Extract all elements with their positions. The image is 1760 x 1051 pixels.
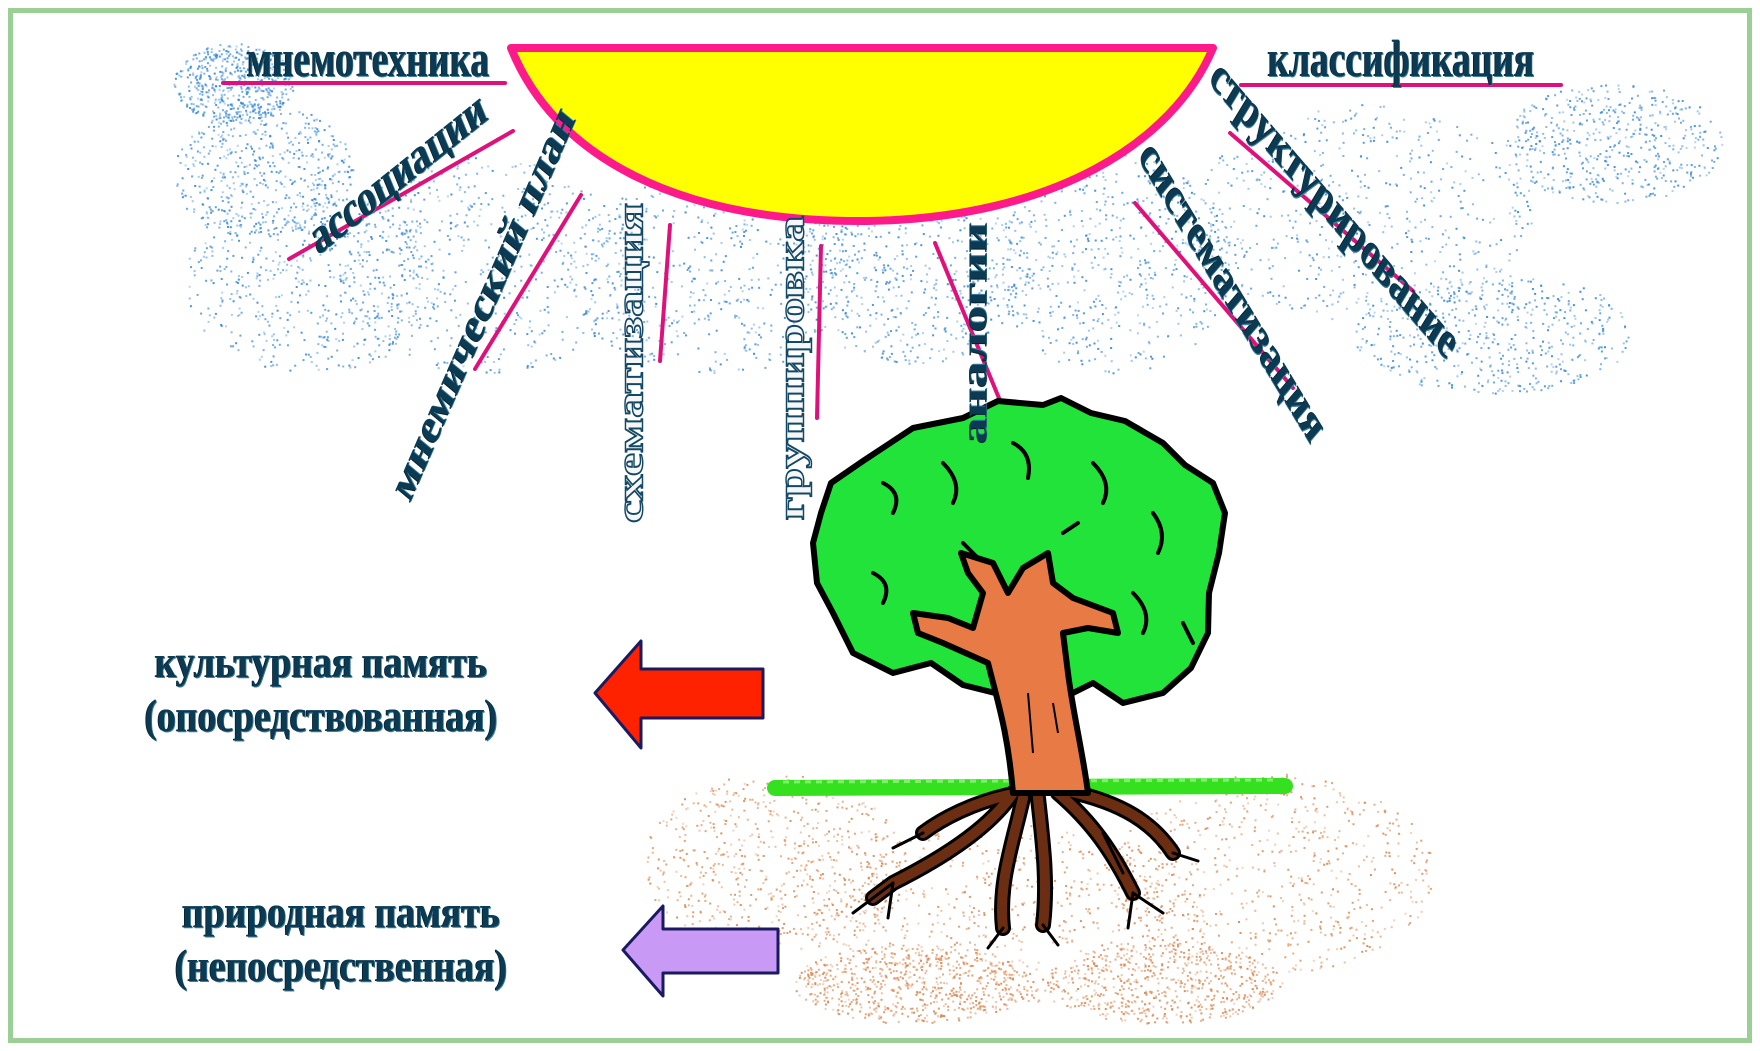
label-grouping: группировка	[770, 215, 813, 521]
ray-line-structuring	[1228, 131, 1415, 293]
arrow-cultural-memory	[593, 639, 765, 750]
label-analogies: аналогии	[954, 222, 996, 444]
label-mnemotechnika: мнемотехника	[246, 31, 490, 88]
foliage-strokes	[871, 441, 1195, 645]
sky-clouds	[173, 43, 1724, 395]
ray-line-analogies	[933, 241, 1003, 405]
tree-trunk	[910, 550, 1121, 796]
label-classification: классификация	[1267, 31, 1535, 88]
cultural-memory-label: культурная память (опосредствованная)	[145, 639, 498, 739]
slide-frame: мнемотехника ассоциации мнемический план…	[8, 8, 1752, 1043]
diagram-canvas	[173, 43, 1724, 1025]
ray-line-systematization	[1133, 201, 1295, 390]
natural-memory-label: природная память (непосредственная)	[175, 889, 507, 989]
cultural-memory-line1: культурная память	[154, 636, 488, 687]
ray-line-grouping	[815, 244, 823, 420]
cultural-memory-line2: (опосредствованная)	[144, 690, 498, 741]
soil-dots	[646, 773, 1432, 1025]
natural-memory-line2: (непосредственная)	[174, 940, 508, 991]
ray-line-associations	[287, 129, 515, 261]
ray-line-mnemonic-plan	[473, 193, 583, 371]
ray-line-schematization	[658, 223, 672, 363]
label-schematization: схематизация	[609, 202, 652, 524]
sun-rays	[221, 81, 1563, 420]
trunk-texture	[1027, 692, 1059, 754]
sun	[507, 44, 1217, 226]
natural-memory-line1: природная память	[182, 886, 500, 937]
tree-roots	[851, 783, 1200, 950]
arrow-natural-memory	[621, 904, 780, 998]
